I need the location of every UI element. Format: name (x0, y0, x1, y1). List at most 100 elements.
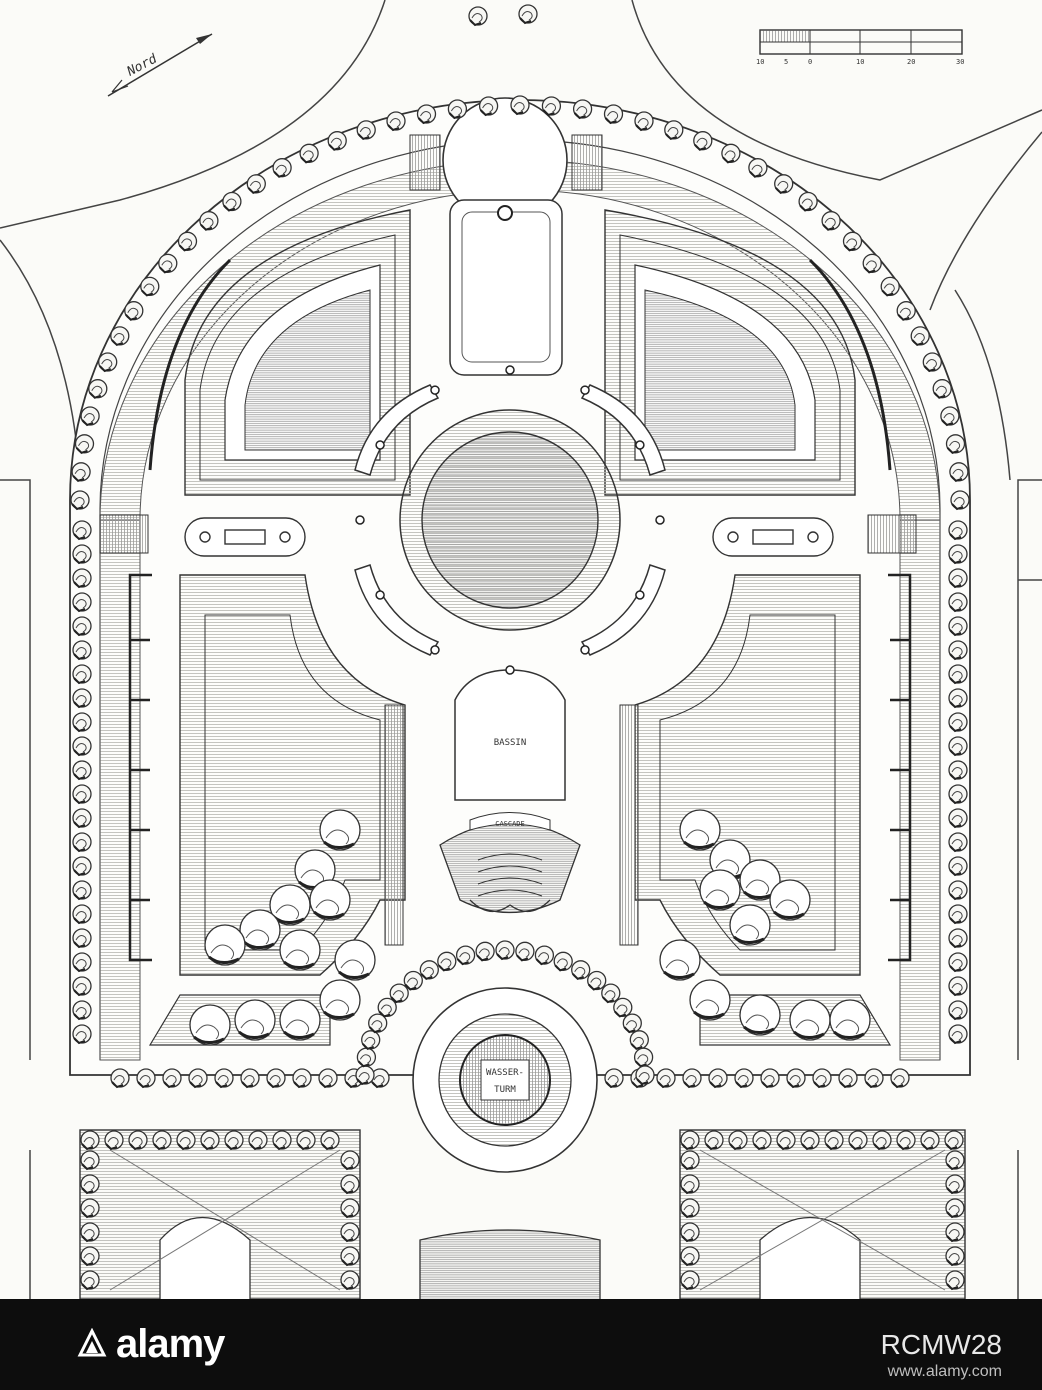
tree (72, 544, 92, 564)
tree (862, 253, 883, 274)
tree (932, 378, 953, 399)
upper-left-parterre (184, 209, 411, 496)
tree (760, 1068, 780, 1088)
watermark-footer: alamy RCMW28 www.alamy.com (0, 1299, 1042, 1390)
tree (70, 490, 90, 510)
bed-marker (505, 665, 515, 675)
bassin-label: BASSIN (494, 738, 527, 748)
curved-beds (354, 384, 666, 656)
tree (188, 1068, 208, 1088)
tree (945, 1270, 965, 1290)
tree (948, 928, 968, 948)
tree (514, 941, 535, 962)
tree (72, 904, 92, 924)
tree (327, 130, 348, 151)
tree (948, 832, 968, 852)
tree (72, 1024, 92, 1044)
tree (72, 880, 92, 900)
bed-marker (430, 385, 440, 395)
tree (939, 406, 960, 426)
garden-plan-drawing: Nord 10 5 0 10 20 30 (0, 0, 1042, 1299)
tree (773, 173, 794, 194)
tree (248, 1130, 268, 1150)
tree (842, 231, 863, 252)
tree (377, 997, 398, 1018)
tree (786, 1068, 806, 1088)
tree (152, 1130, 172, 1150)
tree (72, 760, 92, 780)
tree (72, 640, 92, 660)
tree (948, 784, 968, 804)
scale-tick-1: 5 (784, 58, 788, 66)
tree (945, 1198, 965, 1218)
tree (945, 1150, 965, 1170)
tree (221, 191, 242, 212)
tree (948, 1024, 968, 1044)
tree (922, 352, 943, 372)
tree (612, 997, 633, 1018)
bush (278, 928, 322, 972)
tree (752, 1130, 772, 1150)
tree (74, 433, 95, 454)
tree (389, 983, 410, 1004)
bush (318, 808, 362, 852)
tree (340, 1246, 360, 1266)
tree (72, 784, 92, 804)
central-basin (399, 409, 621, 631)
tree (948, 461, 969, 482)
cascade-label: CASCADE (495, 820, 525, 828)
tree (570, 959, 591, 980)
tree (266, 1068, 286, 1088)
tree (495, 940, 515, 960)
bush (333, 938, 377, 982)
tree (72, 1000, 92, 1020)
tree (72, 952, 92, 972)
tree (80, 1130, 100, 1150)
tree (72, 832, 92, 852)
tree (728, 1130, 748, 1150)
tree (72, 712, 92, 732)
tree (910, 325, 931, 346)
bed-marker (635, 590, 645, 600)
tree (948, 640, 968, 660)
tree (872, 1130, 892, 1150)
tree (292, 1068, 312, 1088)
tree (948, 544, 968, 564)
wasser-label: WASSER- (486, 1068, 524, 1078)
bush (828, 998, 872, 1042)
scale-bar: 10 5 0 10 20 30 (756, 29, 964, 66)
bed-marker (655, 515, 665, 525)
tree (72, 856, 92, 876)
tree (634, 111, 654, 131)
tree (214, 1068, 234, 1088)
tree (447, 99, 468, 119)
tree (553, 951, 574, 972)
tree (600, 983, 621, 1004)
bush (203, 923, 247, 967)
tree (386, 111, 406, 131)
tree (80, 1150, 100, 1170)
tree (622, 1013, 643, 1034)
tree (821, 210, 842, 231)
bush (678, 808, 722, 852)
tree (475, 941, 496, 962)
image-url: www.alamy.com (887, 1363, 1002, 1380)
tree (176, 1130, 196, 1150)
tree (534, 945, 555, 966)
tree (812, 1068, 832, 1088)
bed-marker (580, 645, 590, 655)
tree (356, 119, 377, 140)
tree (177, 231, 198, 252)
tree (419, 959, 440, 980)
tree (80, 1270, 100, 1290)
tree (72, 808, 92, 828)
tree (896, 1130, 916, 1150)
tree (629, 1029, 650, 1050)
tree (948, 592, 968, 612)
scale-tick-0: 10 (756, 58, 764, 66)
tree (948, 520, 968, 540)
tree (890, 1068, 910, 1088)
tree (864, 1068, 884, 1088)
tree (572, 99, 593, 119)
top-exedra (409, 97, 603, 376)
